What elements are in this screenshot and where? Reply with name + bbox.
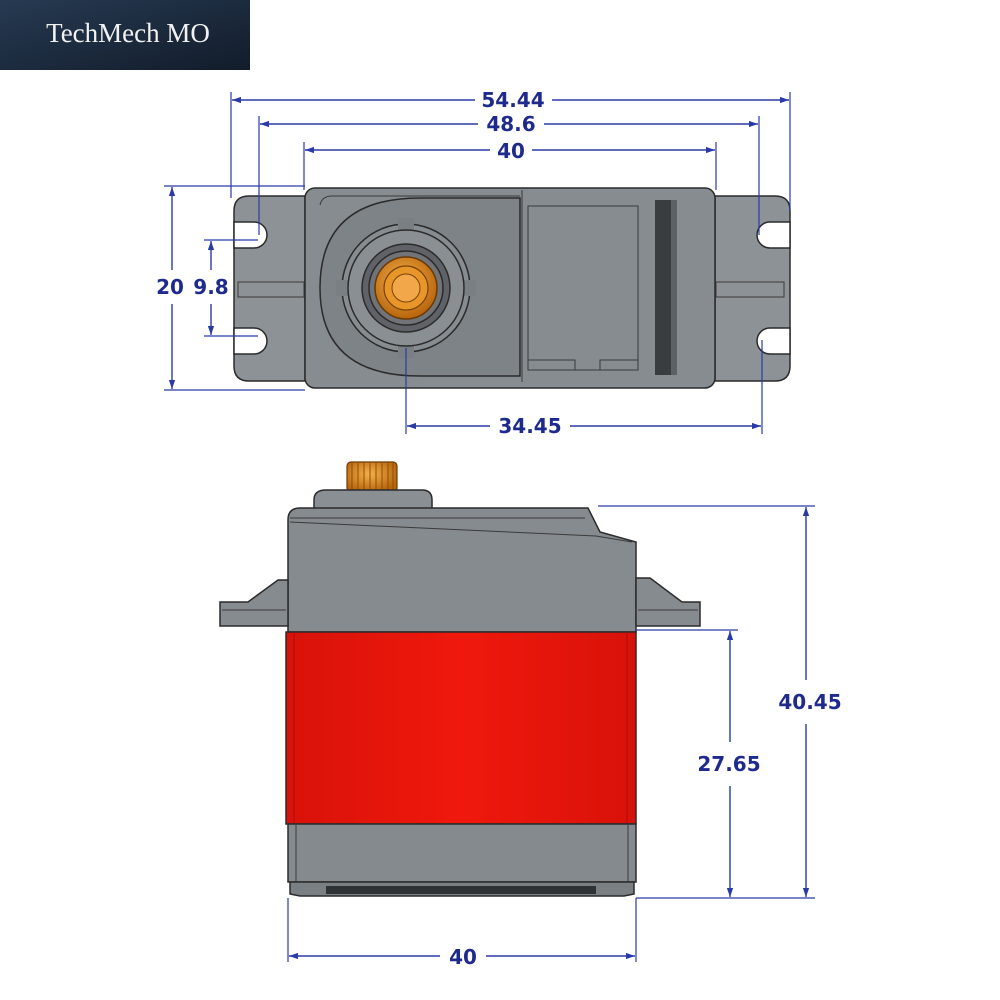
output-shaft — [336, 218, 476, 358]
top-view — [233, 187, 791, 389]
side-view-dimensions: 40.45 27.65 40 — [287, 505, 842, 969]
left-mounting-ear — [233, 195, 306, 382]
output-collar — [313, 489, 433, 511]
top-spline-gear — [346, 461, 398, 493]
left-side-flange — [219, 579, 289, 627]
dim-total-height: 40.45 — [778, 690, 841, 714]
dim-shaft-to-hole: 34.45 — [498, 414, 561, 438]
top-cover — [287, 507, 637, 633]
bottom-case — [287, 823, 637, 883]
side-rail — [655, 200, 671, 375]
dim-body-width-top: 40 — [497, 139, 525, 163]
dim-height-top: 20 — [156, 275, 184, 299]
dim-lower-height: 27.65 — [697, 752, 760, 776]
brand-name: TechMech MO — [46, 18, 210, 48]
dim-overall-width: 54.44 — [481, 88, 544, 112]
brand-badge: TechMech MO — [0, 0, 250, 70]
right-side-flange — [635, 577, 701, 627]
side-view — [219, 461, 701, 897]
right-mounting-ear — [714, 195, 791, 382]
dim-mount-hole-spacing: 48.6 — [486, 112, 535, 136]
dim-body-width-side: 40 — [449, 945, 477, 969]
dim-hole-spacing: 9.8 — [193, 275, 228, 299]
red-middle-case — [285, 631, 637, 825]
top-view-dimensions: 54.44 48.6 40 20 9.8 34.45 — [156, 88, 791, 438]
